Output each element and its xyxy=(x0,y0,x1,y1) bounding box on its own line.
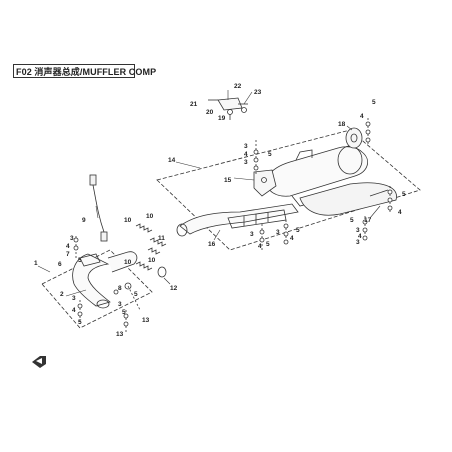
callout-11: 11 xyxy=(158,235,165,242)
callout-19: 19 xyxy=(218,115,226,122)
mounting-bracket xyxy=(253,169,277,197)
callout-14: 14 xyxy=(168,157,176,164)
callout-10: 10 xyxy=(124,259,132,266)
callout-7: 7 xyxy=(66,251,70,258)
callout-4: 4 xyxy=(398,209,402,216)
sensor-bracket-cluster xyxy=(208,97,248,120)
callout-12: 12 xyxy=(170,285,178,292)
muffler-body xyxy=(265,145,369,207)
callout-10: 10 xyxy=(124,217,132,224)
callout-5: 5 xyxy=(350,217,354,224)
forward-arrow-icon xyxy=(32,356,46,368)
callout-4: 4 xyxy=(360,113,364,120)
callout-3: 3 xyxy=(356,227,360,234)
callout-4: 4 xyxy=(72,307,76,314)
callout-3: 3 xyxy=(250,231,254,238)
callout-4: 4 xyxy=(66,243,70,250)
callout-labels: 1 2 3 3 3 3 3 3 3 3 3 4 4 4 4 4 4 4 4 5 … xyxy=(34,83,406,338)
callout-22: 22 xyxy=(234,83,242,90)
callout-18: 18 xyxy=(338,121,346,128)
callout-3: 3 xyxy=(356,239,360,246)
callout-5: 5 xyxy=(268,151,272,158)
callout-4: 4 xyxy=(244,151,248,158)
callout-15: 15 xyxy=(224,177,232,184)
callout-21: 21 xyxy=(190,101,198,108)
callout-6: 6 xyxy=(58,261,62,268)
callout-5: 5 xyxy=(78,319,82,326)
callout-4: 4 xyxy=(290,235,294,242)
callout-3: 3 xyxy=(118,301,122,308)
callout-5: 5 xyxy=(266,241,270,248)
callout-10: 10 xyxy=(146,213,154,220)
callout-4: 4 xyxy=(358,233,362,240)
tailpipe-cap xyxy=(345,127,363,149)
callout-13: 13 xyxy=(142,317,150,324)
callout-3: 3 xyxy=(276,229,280,236)
callout-23: 23 xyxy=(254,89,262,96)
callout-5: 5 xyxy=(296,227,300,234)
callout-5: 5 xyxy=(134,291,138,298)
gasket xyxy=(157,266,167,278)
callout-3: 3 xyxy=(72,295,76,302)
callout-5: 5 xyxy=(122,309,126,316)
callout-3: 3 xyxy=(244,159,248,166)
callout-10: 10 xyxy=(148,257,156,264)
callout-5: 5 xyxy=(78,257,82,264)
diagram-title: F02 消声器总成/MUFFLER COMP xyxy=(16,67,157,77)
callout-4: 4 xyxy=(258,243,262,250)
callout-5: 5 xyxy=(402,191,406,198)
header-pipe xyxy=(72,251,138,309)
callout-13: 13 xyxy=(116,331,124,338)
springs xyxy=(135,223,167,271)
callout-5: 5 xyxy=(372,99,376,106)
callout-8: 8 xyxy=(118,285,122,292)
callout-2: 2 xyxy=(60,291,64,298)
callout-16: 16 xyxy=(208,241,216,248)
heat-shield xyxy=(299,182,397,216)
leader-lines xyxy=(37,90,381,297)
title-frame xyxy=(13,64,135,78)
callout-1: 1 xyxy=(34,260,38,267)
oxygen-sensor xyxy=(89,174,108,242)
callout-3: 3 xyxy=(244,143,248,150)
callout-9: 9 xyxy=(82,217,86,224)
callout-3: 3 xyxy=(70,235,74,242)
callout-17: 17 xyxy=(364,217,372,224)
callout-20: 20 xyxy=(206,109,214,116)
intermediate-pipe xyxy=(176,203,299,237)
